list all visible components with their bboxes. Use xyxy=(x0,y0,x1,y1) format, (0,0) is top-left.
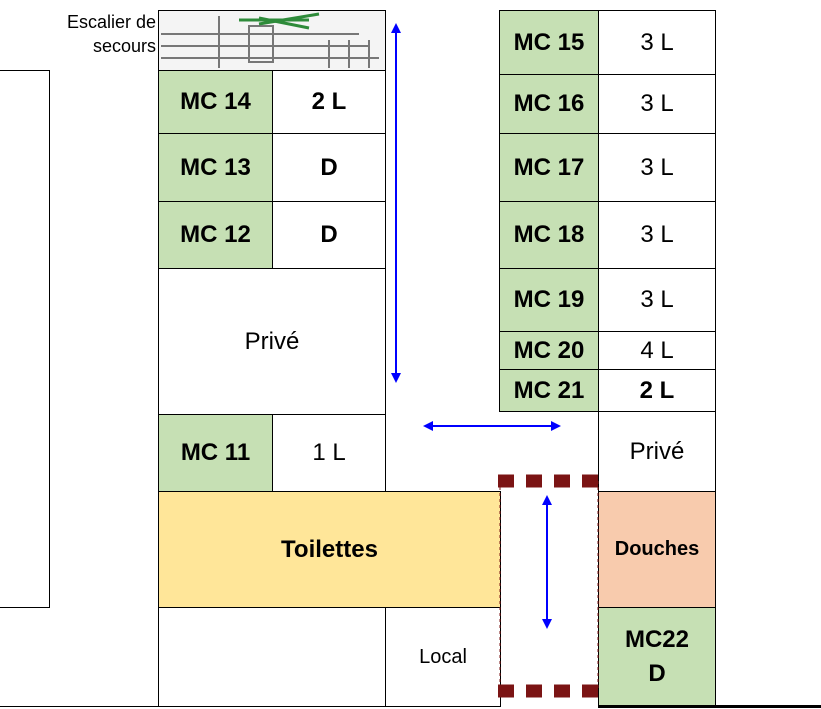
escalier-text: Escalier de xyxy=(66,12,156,32)
mc16-value: 3 L xyxy=(598,74,716,134)
barrier-dashed-sides xyxy=(499,481,599,691)
mc19-code: MC 19 xyxy=(499,268,599,332)
mc16-code-text: MC 16 xyxy=(513,90,585,117)
left-wall-bottom xyxy=(158,607,159,707)
mc16-code: MC 16 xyxy=(499,74,599,134)
douches-text: Douches xyxy=(614,538,700,560)
prive-right: Privé xyxy=(598,411,716,492)
mc12-code-text: MC 12 xyxy=(180,221,251,248)
mc20-value-text: 4 L xyxy=(640,336,674,364)
stair-image xyxy=(158,10,386,71)
left-wall-room xyxy=(0,70,50,608)
local-room: Local xyxy=(385,607,501,707)
mc13-value-text: D xyxy=(320,153,338,181)
mc13-value: D xyxy=(272,133,386,202)
mc20-value: 4 L xyxy=(598,331,716,370)
mc15-code: MC 15 xyxy=(499,10,599,75)
mc14-code-text: MC 14 xyxy=(180,88,251,115)
mc12-code: MC 12 xyxy=(158,201,273,269)
mc20-code-text: MC 20 xyxy=(513,336,585,364)
prive-left: Privé xyxy=(158,268,386,415)
toilettes-block: Toilettes xyxy=(158,491,501,608)
mc17-code-text: MC 17 xyxy=(513,153,585,181)
mc14-code: MC 14 xyxy=(158,70,273,134)
mc15-code-text: MC 15 xyxy=(513,28,585,56)
mc21-code-text: MC 21 xyxy=(513,376,585,404)
mc15-value-text: 3 L xyxy=(640,28,674,56)
mc18-code-text: MC 18 xyxy=(513,221,585,248)
mc15-value: 3 L xyxy=(598,10,716,75)
mc20-code: MC 20 xyxy=(499,331,599,370)
mc22-block: MC22 D xyxy=(598,607,716,707)
secours-text: secours xyxy=(92,36,156,56)
mc18-code: MC 18 xyxy=(499,201,599,269)
mc11-code-text: MC 11 xyxy=(180,439,251,466)
mc12-value-text: D xyxy=(320,221,338,248)
mc19-value-text: 3 L xyxy=(640,286,674,313)
mc22-value-text: D xyxy=(648,660,666,687)
prive-right-text: Privé xyxy=(629,437,685,465)
floor-line-left xyxy=(0,706,386,707)
mc14-value: 2 L xyxy=(272,70,386,134)
mc17-value-text: 3 L xyxy=(640,153,674,181)
floor-line-right xyxy=(598,705,821,708)
mc12-value: D xyxy=(272,201,386,269)
mc11-code: MC 11 xyxy=(158,414,273,492)
mc17-value: 3 L xyxy=(598,133,716,202)
mc17-code: MC 17 xyxy=(499,133,599,202)
stair-icon xyxy=(159,11,385,70)
mc16-value-text: 3 L xyxy=(640,90,674,117)
mc22-code-text: MC22 xyxy=(624,626,690,653)
mc19-value: 3 L xyxy=(598,268,716,332)
mc21-code: MC 21 xyxy=(499,369,599,412)
mc11-value-text: 1 L xyxy=(312,439,346,466)
mc13-code: MC 13 xyxy=(158,133,273,202)
mc18-value-text: 3 L xyxy=(640,221,674,248)
mc19-code-text: MC 19 xyxy=(513,286,585,313)
mc11-value: 1 L xyxy=(272,414,386,492)
mc21-value-text: 2 L xyxy=(639,376,675,404)
mc18-value: 3 L xyxy=(598,201,716,269)
prive-left-text: Privé xyxy=(244,327,300,355)
local-text: Local xyxy=(419,645,467,668)
toilettes-text: Toilettes xyxy=(281,535,378,563)
mc13-code-text: MC 13 xyxy=(180,153,251,181)
mc14-value-text: 2 L xyxy=(311,88,347,115)
mc21-value: 2 L xyxy=(598,369,716,412)
escalier-label: Escalier de secours xyxy=(20,10,156,58)
